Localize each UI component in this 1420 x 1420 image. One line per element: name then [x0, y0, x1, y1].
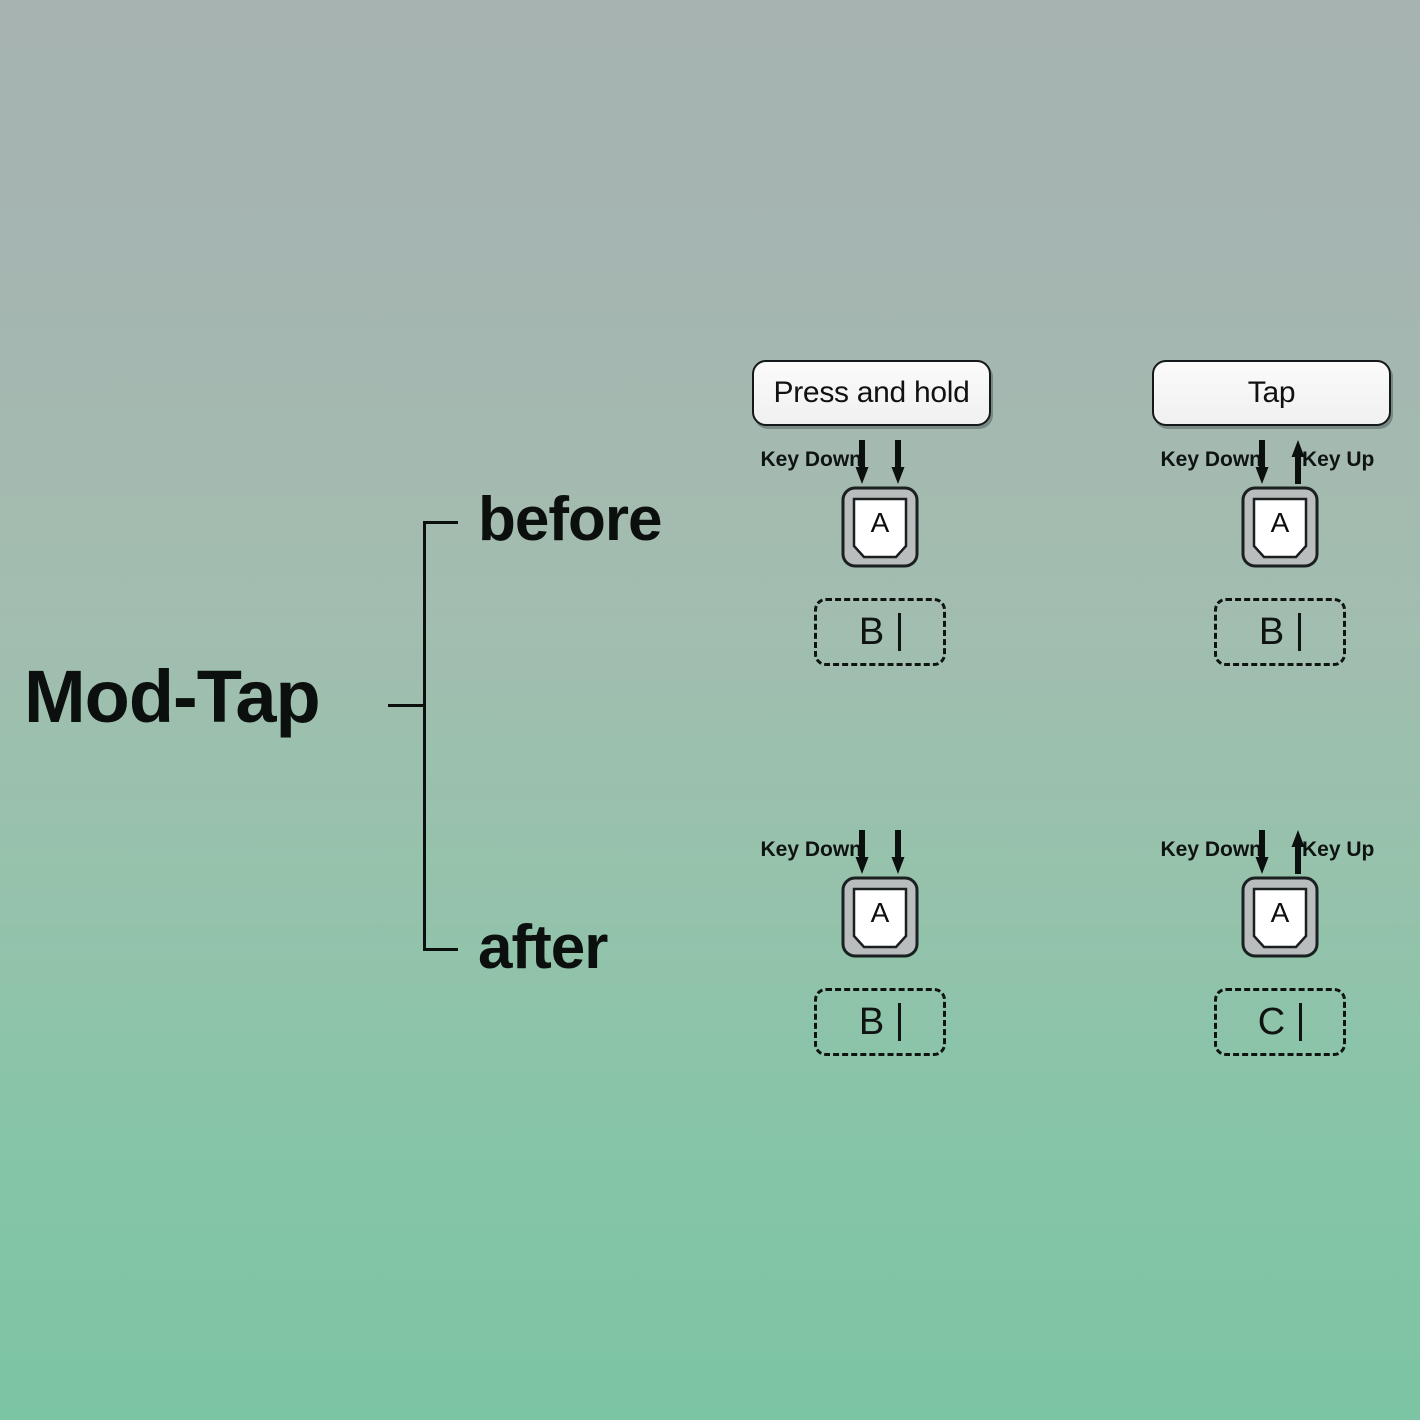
output-char: C	[1257, 1001, 1286, 1043]
keycap-label: A	[871, 897, 890, 928]
scenario-hold-after: Key Down A B	[730, 816, 1030, 1064]
arrow-up-icon	[1291, 440, 1305, 484]
bracket-stub	[388, 704, 424, 707]
keycap-wrap: A	[1130, 876, 1420, 964]
page-title: Mod-Tap	[24, 655, 321, 738]
event-label-key-down: Key Down	[760, 448, 862, 471]
action-pill-press-and-hold[interactable]: Press and hold	[752, 360, 991, 426]
event-label-key-down: Key Down	[1160, 838, 1262, 861]
output-wrap: B	[1130, 598, 1420, 674]
keycap-icon[interactable]: A	[1241, 486, 1319, 568]
keycap-icon[interactable]: A	[841, 486, 919, 568]
output-char: B	[1258, 611, 1285, 653]
text-caret-icon	[898, 1003, 902, 1041]
arrow-down-icon	[1255, 440, 1269, 484]
keycap-icon[interactable]: A	[841, 876, 919, 958]
keycap-label: A	[871, 507, 890, 538]
keycap-label: A	[1271, 897, 1290, 928]
output-text-box[interactable]: B	[814, 598, 946, 666]
bracket-arm-top	[423, 521, 458, 524]
arrow-down-icon	[1255, 830, 1269, 874]
bracket-arm-bottom	[423, 948, 458, 951]
branch-label-before: before	[478, 485, 662, 554]
keycap-label: A	[1271, 507, 1290, 538]
output-text-box[interactable]: B	[1214, 598, 1346, 666]
output-char: B	[858, 611, 885, 653]
output-wrap: B	[730, 598, 1030, 674]
event-row: Key Down	[730, 830, 1030, 874]
output-text-box[interactable]: B	[814, 988, 946, 1056]
output-char: B	[858, 1001, 885, 1043]
action-pill-tap[interactable]: Tap	[1152, 360, 1391, 426]
keycap-icon[interactable]: A	[1241, 876, 1319, 958]
arrow-group	[855, 440, 905, 484]
arrow-group	[1255, 830, 1305, 874]
bracket-spine	[423, 521, 426, 951]
text-caret-icon	[1298, 613, 1302, 651]
arrow-group	[855, 830, 905, 874]
arrow-down-icon	[855, 830, 869, 874]
action-pill-label: Press and hold	[773, 376, 970, 409]
branch-label-after: after	[478, 913, 608, 982]
keycap-wrap: A	[1130, 486, 1420, 574]
event-row: Key Down Key Up	[1130, 830, 1420, 874]
arrow-up-icon	[1291, 830, 1305, 874]
scenario-tap-before: Tap Key Down Key Up A B	[1130, 360, 1420, 674]
arrow-down-icon	[891, 830, 905, 874]
arrow-down-icon	[891, 440, 905, 484]
action-pill-label: Tap	[1247, 376, 1296, 409]
output-wrap: C	[1130, 988, 1420, 1064]
event-row: Key Down	[730, 440, 1030, 484]
event-label-key-down: Key Down	[760, 838, 862, 861]
event-label-key-up: Key Up	[1302, 448, 1375, 471]
event-label-key-up: Key Up	[1302, 838, 1375, 861]
event-row: Key Down Key Up	[1130, 440, 1420, 484]
text-caret-icon	[898, 613, 902, 651]
arrow-down-icon	[855, 440, 869, 484]
event-label-key-down: Key Down	[1160, 448, 1262, 471]
output-wrap: B	[730, 988, 1030, 1064]
text-caret-icon	[1299, 1003, 1303, 1041]
output-text-box[interactable]: C	[1214, 988, 1346, 1056]
arrow-group	[1255, 440, 1305, 484]
keycap-wrap: A	[730, 876, 1030, 964]
keycap-wrap: A	[730, 486, 1030, 574]
scenario-hold-before: Press and hold Key Down A B	[730, 360, 1030, 674]
scenario-tap-after: Key Down Key Up A C	[1130, 816, 1420, 1064]
